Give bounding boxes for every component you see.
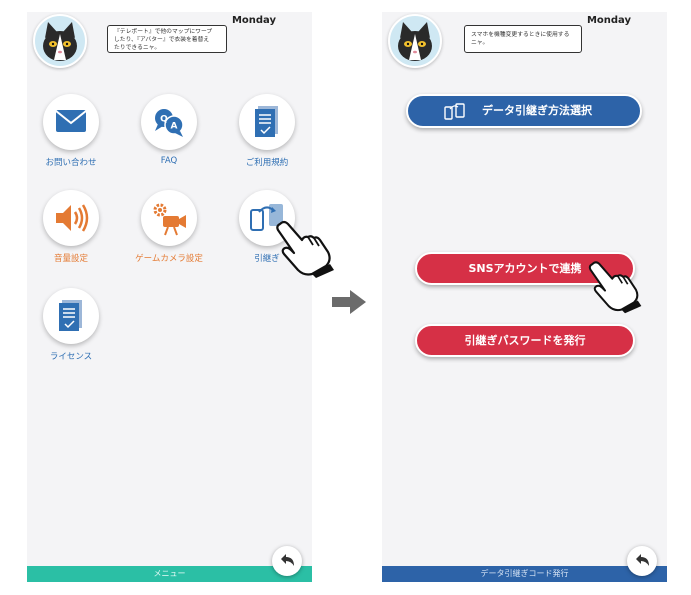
day-label: Monday (231, 15, 276, 26)
pointing-hand-icon (585, 258, 645, 318)
menu-item-faq[interactable]: Q A FAQ (129, 94, 209, 166)
speaker-icon (56, 204, 89, 232)
menu-item-license[interactable]: ライセンス (31, 288, 111, 362)
menu-icon-circle (43, 288, 99, 344)
menu-label: FAQ (160, 156, 178, 166)
device-transfer-icon (250, 204, 283, 231)
back-button[interactable] (272, 546, 302, 576)
button-label: SNSアカウントで連携 (468, 262, 582, 275)
speech-bubble: 『テレポート』で他のマップにワープ したり、『アバター』で衣装を着替え たりでき… (107, 25, 227, 53)
back-arrow-icon (636, 554, 649, 566)
button-label: 引継ぎパスワードを発行 (464, 334, 586, 347)
speech-bubble: スマホを機種変更するときに使用する ニャ。 (464, 25, 582, 53)
back-button[interactable] (627, 546, 657, 576)
cat-avatar-icon[interactable] (33, 14, 87, 68)
menu-label: ご利用規約 (245, 158, 289, 168)
bottom-bar-transfer-code: データ引継ぎコード発行 (382, 566, 667, 582)
next-step-arrow-icon (332, 290, 366, 318)
menu-label: 音量設定 (53, 254, 88, 264)
svg-text:Q: Q (160, 115, 168, 125)
button-label: データ引継ぎ方法選択 (482, 104, 592, 117)
menu-icon-circle (141, 190, 197, 246)
menu-item-contact[interactable]: お問い合わせ (31, 94, 111, 168)
menu-icon-circle (239, 94, 295, 150)
day-label: Monday (586, 15, 631, 26)
bubble-line: たりできるニャ。 (114, 45, 161, 51)
bubble-line: したり、『アバター』で衣装を着替え (114, 37, 210, 43)
menu-item-terms[interactable]: ご利用規約 (227, 94, 307, 168)
menu-item-volume[interactable]: 音量設定 (31, 190, 111, 264)
menu-label: お問い合わせ (45, 158, 97, 168)
menu-screen: Monday 『テレポート』で他のマップにワープ したり、『アバター』で衣装を着… (27, 12, 312, 582)
menu-label: 引継ぎ (254, 254, 280, 264)
envelope-icon (55, 110, 87, 132)
pointing-hand-icon (272, 218, 338, 282)
menu-icon-circle (43, 94, 99, 150)
menu-item-camera-settings[interactable]: ゲームカメラ設定 (129, 190, 209, 264)
license-icon (59, 300, 82, 331)
back-arrow-icon (281, 554, 294, 566)
qa-icon: Q A (155, 109, 184, 137)
bottom-bar-menu: メニュー (27, 566, 312, 582)
menu-icon-circle (43, 190, 99, 246)
menu-label: ライセンス (49, 352, 93, 362)
cat-avatar-icon[interactable] (388, 14, 442, 68)
menu-label: ゲームカメラ設定 (135, 254, 203, 264)
document-icon (255, 106, 278, 137)
transfer-method-select-button[interactable]: データ引継ぎ方法選択 (406, 94, 642, 128)
menu-icon-circle: Q A (141, 94, 197, 150)
device-transfer-icon (444, 103, 465, 120)
bubble-line: ニャ。 (471, 40, 489, 46)
bubble-line: 『テレポート』で他のマップにワープ (114, 29, 213, 35)
bubble-line: スマホを機種変更するときに使用する (471, 32, 570, 38)
data-transfer-screen: Monday スマホを機種変更するときに使用する ニャ。 データ引継ぎ方法選択 … (382, 12, 667, 582)
camera-gear-icon (153, 203, 186, 236)
issue-password-button[interactable]: 引継ぎパスワードを発行 (415, 324, 635, 357)
svg-text:A: A (171, 122, 178, 132)
